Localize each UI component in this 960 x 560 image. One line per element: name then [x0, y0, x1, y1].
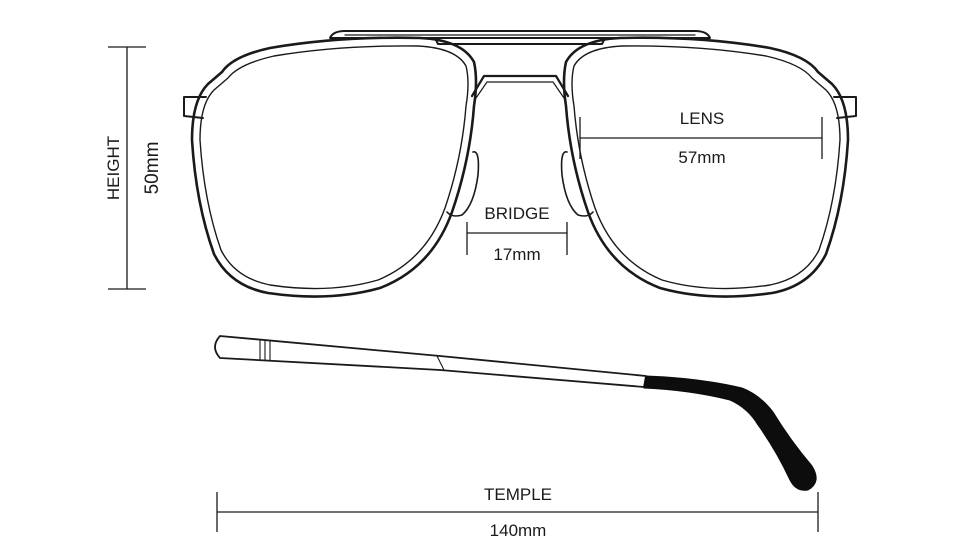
lens-dimension: LENS 57mm [579, 109, 823, 167]
height-value: 50mm [142, 142, 163, 195]
temple-arm-body [214, 335, 647, 388]
top-brow-bar [329, 30, 711, 39]
temple-value: 140mm [490, 521, 547, 540]
left-nose-pad [446, 151, 480, 217]
left-lens-rim [190, 36, 478, 298]
lower-bridge [470, 74, 570, 99]
height-dimension: HEIGHT 50mm [104, 46, 163, 290]
bridge-dimension: BRIDGE 17mm [466, 204, 568, 264]
glasses-front-view [183, 30, 857, 298]
height-label: HEIGHT [104, 136, 123, 200]
temple-seam-line [436, 355, 445, 371]
temple-arm-side-view [214, 335, 817, 491]
lens-value: 57mm [678, 148, 725, 167]
lens-label: LENS [680, 109, 724, 128]
temple-dimension: TEMPLE 140mm [216, 485, 819, 540]
right-nose-pad [560, 151, 594, 217]
upper-bridge-bar [434, 37, 606, 45]
right-lens-rim [562, 36, 850, 298]
bridge-label: BRIDGE [484, 204, 549, 223]
temple-tip [643, 375, 817, 491]
bridge-value: 17mm [493, 245, 540, 264]
temple-label: TEMPLE [484, 485, 552, 504]
